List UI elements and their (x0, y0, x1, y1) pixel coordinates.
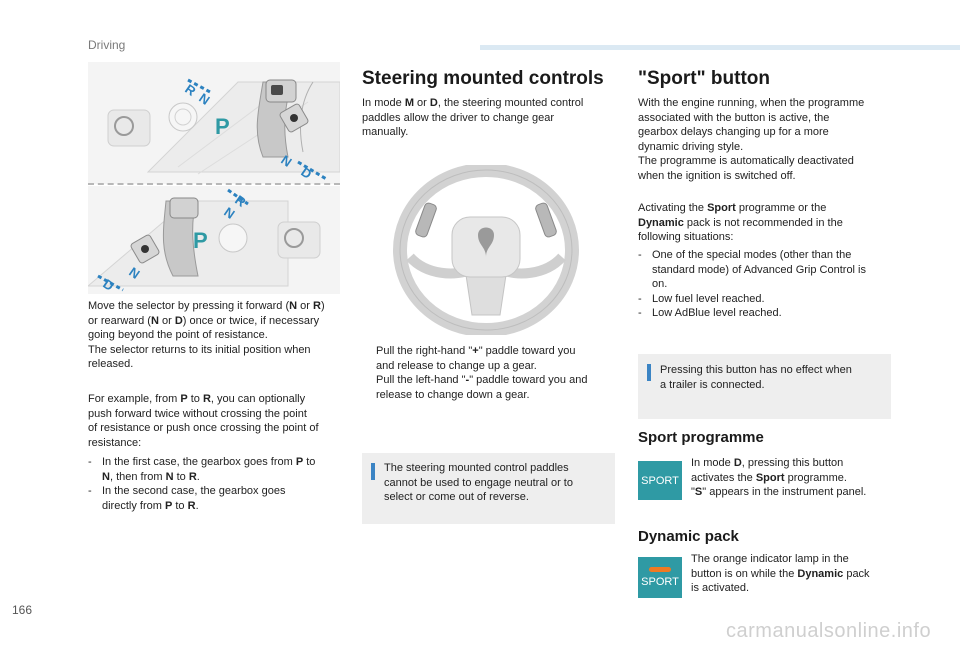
paddle-bullets: Pull the right-hand "+" paddle toward yo… (362, 344, 612, 402)
bullet-text: Pull the left-hand "-" paddle toward you… (376, 374, 588, 401)
sport-programme-heading: Sport programme (638, 429, 764, 446)
list-dash: - (638, 307, 642, 319)
bullet-item: Pull the right-hand "+" paddle toward yo… (362, 344, 612, 373)
steering-controls-intro: In mode M or D, the steering mounted con… (362, 97, 584, 138)
gear-selector-forward-illustration: P R N N D (88, 62, 341, 184)
list-dash: - (88, 456, 92, 468)
dynamic-pack-heading: Dynamic pack (638, 528, 739, 545)
sport-situations-list: -One of the special modes (other than th… (638, 248, 893, 321)
list-dash: - (638, 249, 642, 261)
list-item-text: In the first case, the gearbox goes from… (102, 456, 316, 483)
page-number: 166 (12, 603, 33, 617)
list-item: -Low AdBlue level reached. (638, 306, 893, 321)
sport-button-label: SPORT (641, 474, 679, 487)
dynamic-button-label: SPORT (641, 576, 679, 588)
sport-button-heading: "Sport" button (638, 68, 770, 89)
note-marker-sport (647, 364, 651, 381)
bullet-text: Pull the right-hand "+" paddle toward yo… (376, 345, 576, 372)
illustration-divider (88, 183, 340, 185)
list-item: -Low fuel level reached. (638, 292, 893, 307)
example-paragraph: For example, from P to R, you can option… (88, 393, 319, 449)
orange-indicator-lamp-icon (649, 567, 671, 572)
bullet-item: Pull the left-hand "-" paddle toward you… (362, 373, 612, 402)
list-dash: - (638, 292, 642, 305)
steering-controls-heading: Steering mounted controls (362, 68, 604, 89)
gear-selector-rearward-icon: P R N N D (86, 186, 340, 294)
list-dash: - (88, 485, 92, 497)
gear-selector-forward-icon: P R N N D (88, 62, 341, 184)
sport-button-icon: SPORT (638, 461, 682, 500)
sport-dynamic-button-icon: SPORT (638, 557, 682, 598)
list-item: -In the first case, the gearbox goes fro… (88, 455, 348, 484)
list-item-text: Low AdBlue level reached. (652, 307, 782, 319)
steering-wheel-icon (393, 163, 579, 337)
note-marker (371, 463, 375, 480)
section-accent-bar (480, 45, 960, 50)
list-item-text: Low fuel level reached. (652, 292, 765, 305)
sport-button-description: With the engine running, when the progra… (638, 97, 865, 182)
list-item-text: One of the special modes (other than the… (652, 249, 867, 290)
arrow-bullet-icon (362, 373, 376, 402)
example-list: -In the first case, the gearbox goes fro… (88, 455, 348, 513)
gear-selector-rearward-illustration: P R N N D (86, 186, 340, 294)
steering-wheel-illustration (386, 163, 586, 337)
arrow-bullet-icon (362, 344, 376, 373)
watermark: carmanualsonline.info (726, 620, 932, 642)
section-title: Driving (88, 38, 126, 52)
selector-instructions: Move the selector by pressing it forward… (88, 300, 325, 370)
p-label: P (215, 114, 230, 139)
list-item: -One of the special modes (other than th… (638, 248, 893, 292)
p-label-bottom: P (193, 228, 208, 253)
